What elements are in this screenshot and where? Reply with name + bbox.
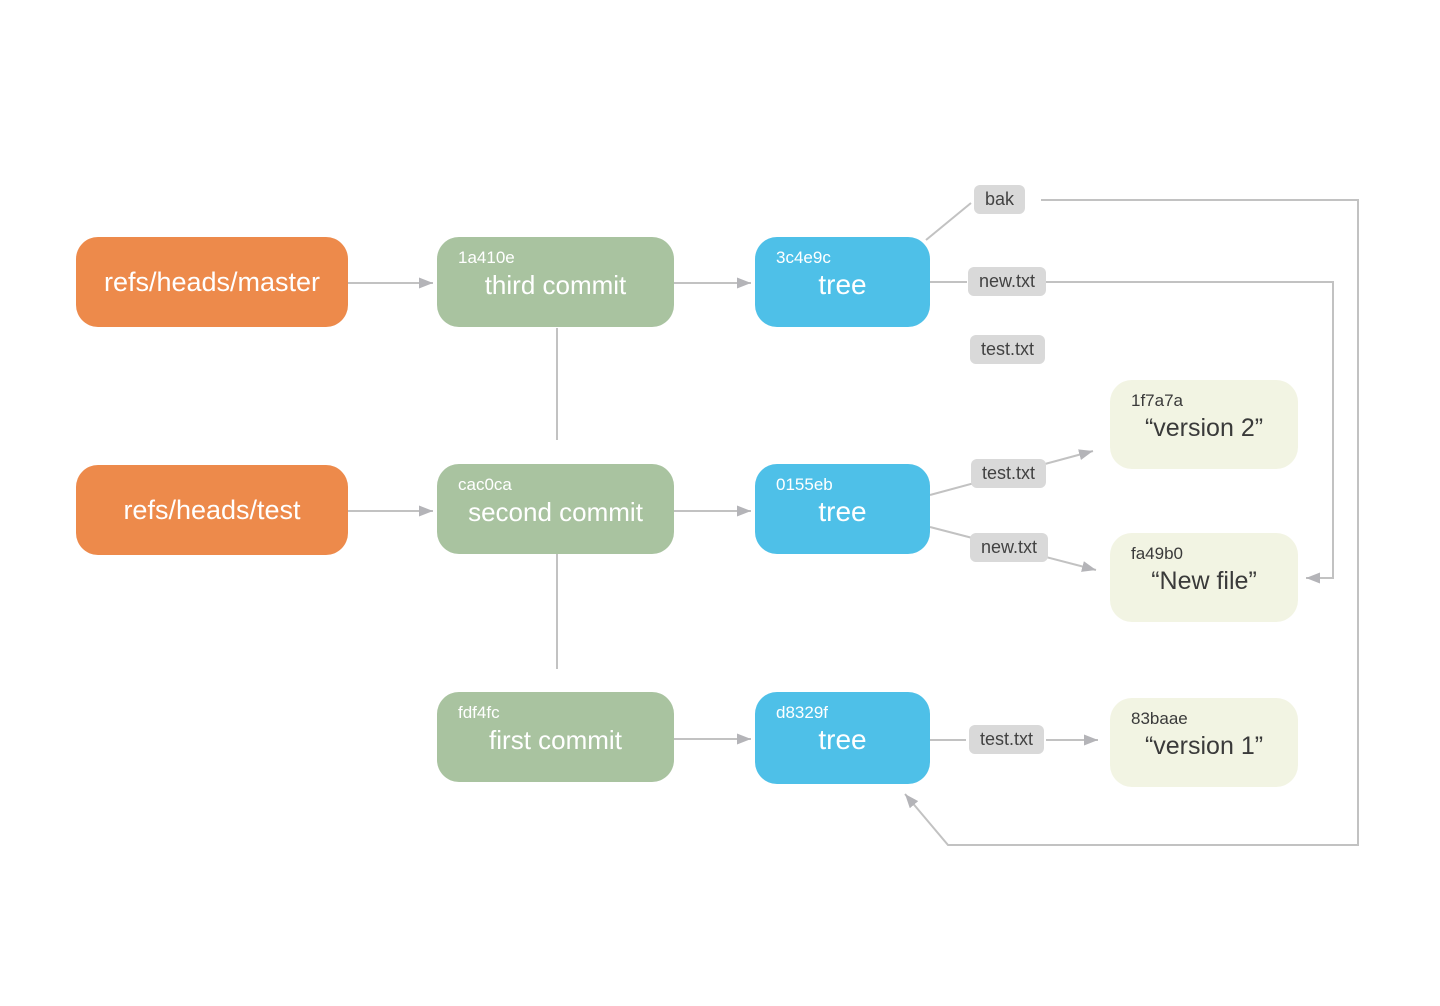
- tree-title: tree: [818, 496, 867, 527]
- blob-title: “New file”: [1151, 567, 1257, 595]
- file-label-bak: bak: [974, 185, 1026, 214]
- blob-hash: fa49b0: [1131, 544, 1183, 563]
- file-label-testtxt-2: test.txt: [971, 459, 1047, 488]
- commit-title: third commit: [484, 270, 627, 300]
- commit-title: first commit: [489, 725, 622, 755]
- file-label-newtxt-1: new.txt: [968, 267, 1047, 296]
- tree-hash: 3c4e9c: [776, 248, 831, 267]
- blob-node-fa49b0: fa49b0 “New file”: [1110, 533, 1298, 622]
- commit-title: second commit: [468, 497, 643, 527]
- blob-title: “version 1”: [1144, 732, 1264, 760]
- ref-node-master: refs/heads/master: [76, 237, 348, 327]
- edge-newtxt-to-newfile-blob: [1040, 281, 1334, 584]
- blob-title: “version 2”: [1144, 414, 1264, 442]
- ref-label: refs/heads/test: [123, 494, 301, 525]
- commit-node-second: cac0ca second commit: [437, 464, 674, 554]
- file-label-newtxt-2: new.txt: [970, 533, 1049, 562]
- tree-title: tree: [818, 724, 867, 755]
- tree-hash: d8329f: [776, 703, 828, 722]
- blob-hash: 83baae: [1131, 709, 1188, 728]
- blob-node-83baae: 83baae “version 1”: [1110, 698, 1298, 787]
- tree-node-d8329f: d8329f tree: [755, 692, 930, 784]
- edge-tree1-to-bak: [925, 202, 972, 241]
- blob-hash: 1f7a7a: [1131, 391, 1183, 410]
- file-label-testtxt-3: test.txt: [969, 725, 1045, 754]
- commit-node-first: fdf4fc first commit: [437, 692, 674, 782]
- tree-node-3c4e9c: 3c4e9c tree: [755, 237, 930, 327]
- commit-hash: 1a410e: [458, 248, 515, 267]
- ref-label: refs/heads/master: [103, 266, 321, 297]
- commit-hash: fdf4fc: [458, 703, 500, 722]
- tree-hash: 0155eb: [776, 475, 833, 494]
- commit-node-third: 1a410e third commit: [437, 237, 674, 327]
- ref-node-test: refs/heads/test: [76, 465, 348, 555]
- tree-node-0155eb: 0155eb tree: [755, 464, 930, 554]
- blob-node-1f7a7a: 1f7a7a “version 2”: [1110, 380, 1298, 469]
- file-label-testtxt-1: test.txt: [970, 335, 1046, 364]
- tree-title: tree: [818, 269, 867, 300]
- edge-bak-to-first-tree: [904, 199, 1359, 846]
- commit-hash: cac0ca: [458, 475, 512, 494]
